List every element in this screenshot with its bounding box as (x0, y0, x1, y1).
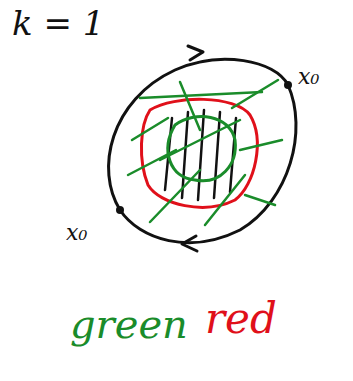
color-note: green (70, 304, 188, 344)
hatch-line (132, 118, 168, 140)
point-label: x₀ (298, 66, 319, 88)
color-note: red (205, 298, 277, 340)
base-point (284, 81, 292, 89)
direction-arrow (182, 236, 197, 251)
red-curve (141, 99, 257, 207)
equation-label: k = 1 (12, 6, 104, 40)
black-hatching (165, 110, 236, 200)
hatch-line (180, 82, 200, 130)
hatch-line (240, 140, 282, 150)
hatch-line (150, 170, 200, 222)
green-hatching (128, 80, 282, 225)
direction-arrow (188, 46, 203, 60)
point-label: x₀ (66, 222, 87, 244)
hatch-line (205, 175, 245, 225)
base-point (116, 206, 124, 214)
closed-curve (109, 59, 296, 242)
hatch-line (128, 150, 176, 175)
hatch-line (214, 112, 220, 198)
hatch-line (160, 120, 240, 160)
hatch-line (232, 80, 278, 108)
hatch-line (198, 110, 204, 200)
hatch-line (245, 195, 275, 205)
hatch-line (140, 92, 262, 98)
